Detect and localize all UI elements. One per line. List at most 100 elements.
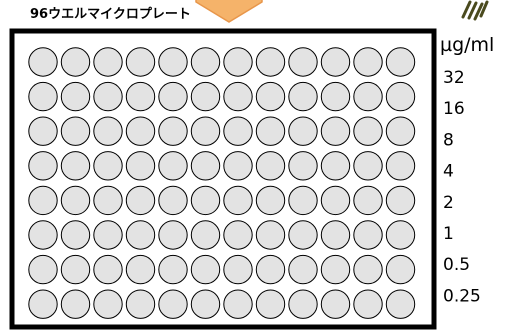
well — [191, 186, 219, 214]
well — [224, 117, 252, 145]
well — [289, 152, 317, 180]
well — [29, 152, 57, 180]
well — [386, 48, 414, 76]
well — [321, 48, 349, 76]
well — [61, 186, 89, 214]
well — [94, 82, 122, 110]
well — [386, 221, 414, 249]
well — [321, 117, 349, 145]
well — [191, 255, 219, 283]
well — [159, 186, 187, 214]
well — [321, 82, 349, 110]
concentration-label: 16 — [443, 99, 465, 119]
well — [386, 186, 414, 214]
well — [29, 48, 57, 76]
well — [386, 255, 414, 283]
well — [386, 82, 414, 110]
well — [94, 48, 122, 76]
well — [289, 255, 317, 283]
well — [94, 290, 122, 318]
well — [159, 221, 187, 249]
well — [94, 152, 122, 180]
well — [224, 255, 252, 283]
well — [126, 48, 154, 76]
well — [224, 290, 252, 318]
concentration-label: 8 — [443, 130, 454, 150]
concentration-unit-label: µg/ml — [440, 34, 494, 56]
well — [256, 221, 284, 249]
well — [159, 152, 187, 180]
well — [61, 221, 89, 249]
well — [94, 186, 122, 214]
well — [126, 152, 154, 180]
concentration-label: 0.5 — [443, 255, 470, 275]
well — [126, 82, 154, 110]
well — [289, 117, 317, 145]
well — [126, 255, 154, 283]
well — [126, 290, 154, 318]
well — [159, 48, 187, 76]
well — [29, 186, 57, 214]
well — [256, 290, 284, 318]
well — [354, 221, 382, 249]
well — [289, 186, 317, 214]
well — [256, 186, 284, 214]
well — [289, 221, 317, 249]
well — [289, 290, 317, 318]
well — [289, 82, 317, 110]
concentration-label: 2 — [443, 193, 454, 213]
well — [354, 48, 382, 76]
plate-title: 96ウエルマイクロプレート — [30, 7, 191, 22]
well — [29, 82, 57, 110]
well — [321, 221, 349, 249]
well — [191, 221, 219, 249]
orange-pointer-shape — [196, 0, 262, 22]
concentration-label: 4 — [443, 162, 454, 182]
well — [29, 221, 57, 249]
well — [321, 255, 349, 283]
well — [386, 117, 414, 145]
well — [191, 48, 219, 76]
concentration-label: 32 — [443, 68, 465, 88]
well — [321, 290, 349, 318]
well — [29, 290, 57, 318]
well — [191, 117, 219, 145]
well — [224, 82, 252, 110]
well — [29, 255, 57, 283]
well — [94, 255, 122, 283]
well — [256, 48, 284, 76]
well — [354, 186, 382, 214]
well — [126, 186, 154, 214]
well — [386, 290, 414, 318]
well — [256, 117, 284, 145]
well — [386, 152, 414, 180]
well — [354, 152, 382, 180]
well — [94, 221, 122, 249]
well — [354, 117, 382, 145]
well — [256, 255, 284, 283]
well — [61, 152, 89, 180]
well — [126, 221, 154, 249]
well — [126, 117, 154, 145]
well — [224, 152, 252, 180]
well — [94, 117, 122, 145]
pipette-tips-icon — [463, 2, 487, 19]
well — [61, 82, 89, 110]
well — [256, 152, 284, 180]
well — [159, 117, 187, 145]
well — [354, 290, 382, 318]
well — [61, 117, 89, 145]
well — [61, 290, 89, 318]
well — [321, 152, 349, 180]
well — [61, 255, 89, 283]
well — [224, 48, 252, 76]
concentration-label: 1 — [443, 224, 454, 244]
well — [29, 117, 57, 145]
well — [159, 255, 187, 283]
well — [354, 82, 382, 110]
well — [256, 82, 284, 110]
well — [159, 290, 187, 318]
well — [191, 152, 219, 180]
